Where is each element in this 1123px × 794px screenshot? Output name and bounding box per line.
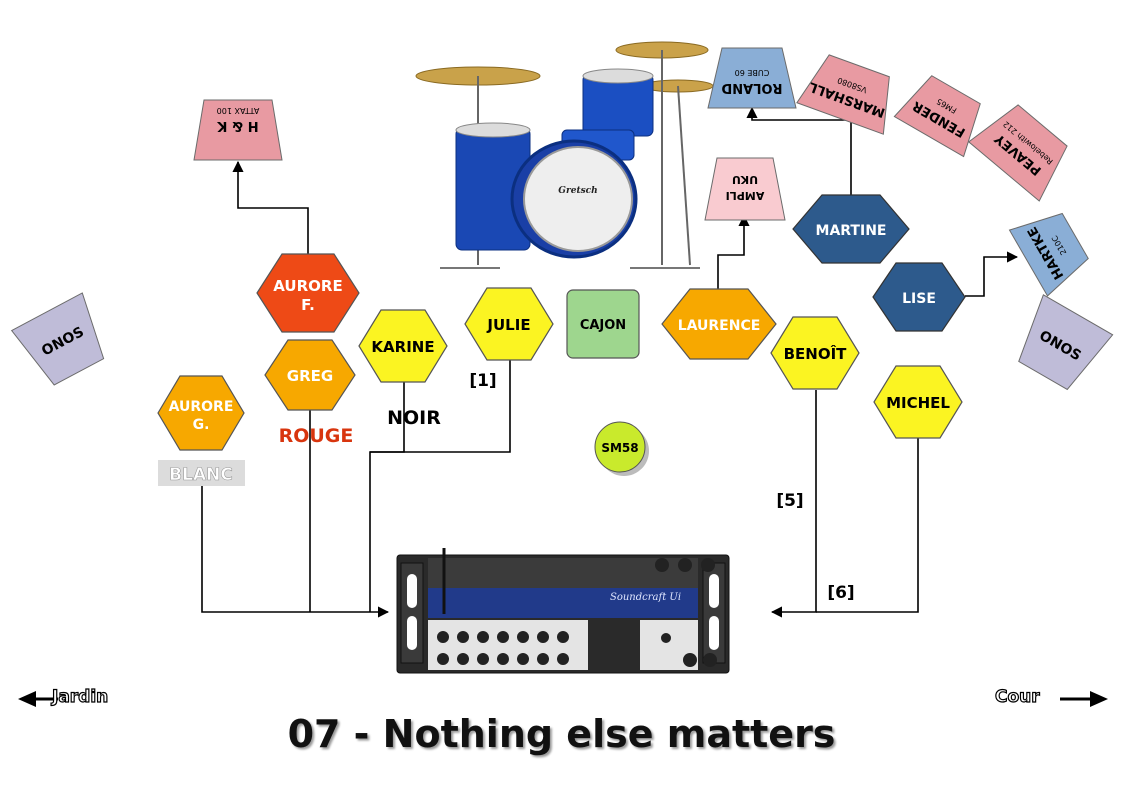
svg-text:Gretsch: Gretsch [558, 186, 597, 196]
musician-julie-label: JULIE [486, 316, 530, 334]
cour-arrow [1060, 691, 1108, 707]
monitor-right: ONOS [1018, 294, 1114, 391]
channel-michel-label: [6] [827, 583, 854, 603]
amp-hk: H & K ATTAX 100 [193, 99, 283, 161]
musician-martine: MARTINE [792, 194, 910, 264]
amp-ukulele-model: UKU [732, 173, 758, 186]
musician-aurore-f-line1: AURORE [273, 277, 342, 295]
musician-aurore-g-line1: AURORE [169, 399, 234, 415]
musician-karine: KARINE [358, 309, 448, 383]
song-title: 07 - Nothing else matters [287, 712, 836, 756]
musician-laurence-label: LAURENCE [678, 318, 761, 334]
musician-aurore-g-line2: G. [193, 417, 210, 433]
musician-julie: JULIE [464, 287, 554, 361]
musician-lise-label: LISE [902, 291, 936, 307]
musician-aurore-f-line2: F. [301, 296, 315, 314]
musician-greg: GREG [264, 339, 356, 411]
cable-blanc-label: BLANC [169, 465, 233, 485]
musician-aurore-g: AURORE G. [157, 375, 245, 451]
amp-roland-name: ROLAND [721, 80, 782, 95]
amp-hk-model: ATTAX 100 [217, 106, 260, 115]
cajon-box: CAJON [566, 289, 640, 359]
cable-blanc-bg [158, 460, 245, 486]
cour-label: Cour [994, 686, 1040, 707]
musician-benoit: BENOÎT [770, 316, 860, 390]
cajon-label: CAJON [580, 318, 626, 333]
channel-benoit-label: [5] [776, 491, 803, 511]
amp-peavey: PEAVEY Rebelowith 212 [967, 104, 1068, 202]
jardin-arrow [18, 691, 58, 707]
amp-roland-model: CUBE 60 [735, 68, 770, 77]
svg-text:Soundcraft Ui: Soundcraft Ui [610, 592, 681, 603]
amp-ukulele: AMPLI UKU [704, 157, 786, 221]
amp-roland: ROLAND CUBE 60 [707, 47, 797, 109]
musician-laurence: LAURENCE [661, 288, 777, 360]
soundcraft-mixer: Soundcraft Ui [396, 548, 730, 674]
musician-martine-label: MARTINE [816, 223, 887, 239]
musician-aurore-f: AURORE F. [256, 253, 360, 333]
musician-benoit-label: BENOÎT [784, 344, 848, 363]
monitor-left: ONOS [10, 292, 105, 386]
musician-greg-label: GREG [287, 367, 333, 385]
amp-hk-name: H & K [216, 118, 258, 133]
amp-ukulele-name: AMPLI [726, 189, 765, 202]
drum-kit-image: Gretsch [412, 30, 717, 272]
cable-noir-label: NOIR [387, 407, 441, 429]
musician-michel-label: MICHEL [886, 394, 950, 412]
amp-marshall: MARSHALL VS8080 [796, 54, 890, 135]
musician-lise: LISE [872, 262, 966, 332]
channel-julie-label: [1] [469, 371, 496, 391]
cable-lines [201, 106, 1019, 618]
sm58-label: SM58 [601, 441, 638, 455]
amp-hartke: HARTKE 210C [1008, 212, 1089, 297]
musician-michel: MICHEL [873, 365, 963, 439]
jardin-label: Jardin [51, 686, 109, 707]
musician-karine-label: KARINE [371, 338, 434, 356]
sm58-mic: SM58 [594, 421, 649, 476]
cable-rouge-label: ROUGE [279, 425, 354, 447]
